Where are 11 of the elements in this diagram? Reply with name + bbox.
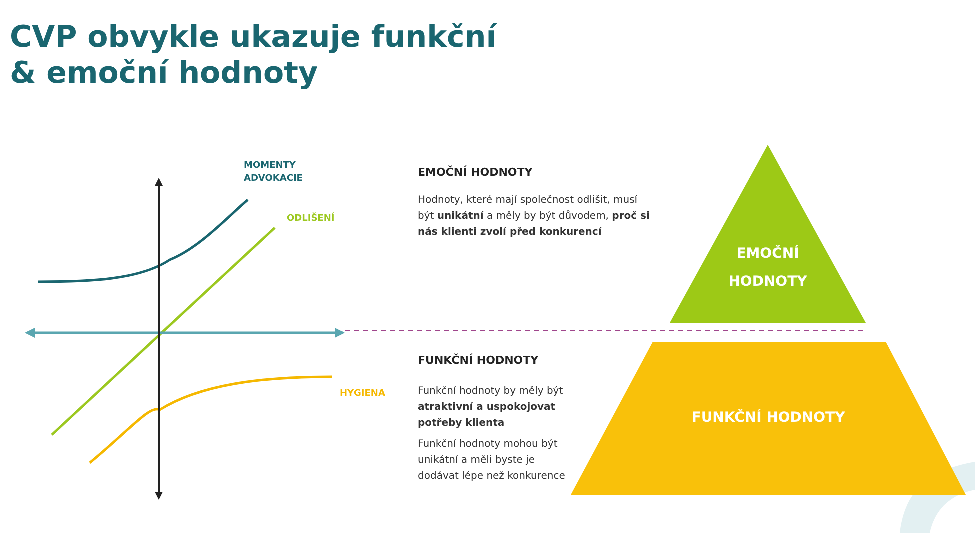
- curve-label: MOMENTY ADVOKACIE: [244, 160, 304, 186]
- section-heading: EMOČNÍ HODNOTY: [418, 166, 534, 179]
- title: CVP obvykle ukazuje funkční & emoční hodnoty: [10, 20, 499, 92]
- pyramid-label: EMOČNÍ HODNOTY: [728, 244, 808, 292]
- description-text: Funkční hodnoty mohou být unikátní a měli byste je dodávat lépe než konkurence: [418, 438, 566, 484]
- description-text: Funkční hodnoty by měly být atraktivní a uspokojovat potřeby klienta: [418, 385, 564, 431]
- section-heading: FUNKČNÍ HODNOTY: [418, 354, 540, 367]
- pyramid-label: FUNKČNÍ HODNOTY: [690, 408, 846, 428]
- curve-label: ODLIŠENÍ: [287, 213, 336, 226]
- description-text: Hodnoty, které mají společnost odlišit, musí být unikátní a měly by být důvodem, proč si nás klienti zvolí před konkurencí: [418, 194, 651, 240]
- curve-label: HYGIENA: [340, 388, 386, 401]
